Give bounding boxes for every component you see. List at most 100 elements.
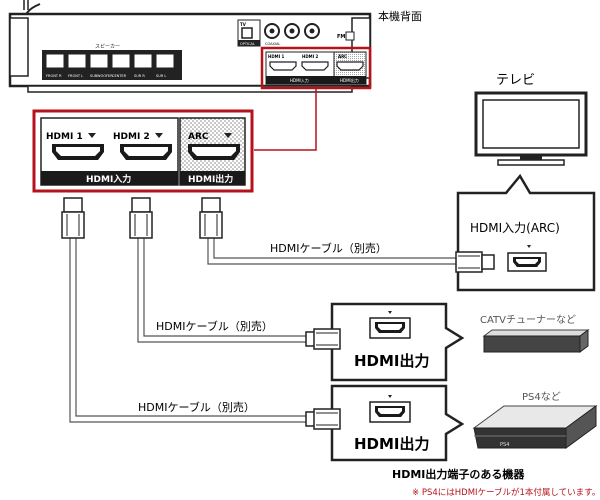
speaker-jack-front-r xyxy=(45,53,65,69)
tv-port-arrow-icon xyxy=(527,245,531,248)
speaker-label-sur-r: SUR R xyxy=(134,74,145,78)
unit-small-arc-label: ARC xyxy=(338,54,347,59)
speaker-jacks xyxy=(45,53,175,69)
ps4-device: HDMI出力 PS4など PS4 xyxy=(330,384,598,462)
plug-ps4-body xyxy=(313,408,341,430)
plug-tv-body xyxy=(455,251,483,273)
ps4-port-label: HDMI出力 xyxy=(354,435,430,453)
tv-port-inner xyxy=(516,259,538,264)
catv-device: HDMI出力 CATVチューナーなど xyxy=(330,302,590,382)
unit-rear-label: 本機背面 xyxy=(378,9,422,23)
cable-3-outer-a xyxy=(207,238,456,265)
catv-box-top xyxy=(482,329,590,337)
cable-1-label: HDMIケーブル（別売） xyxy=(138,400,255,414)
optical-label: OPTICAL xyxy=(240,42,255,46)
ps4-label: PS4など xyxy=(522,391,561,403)
panel-hdmi1-port-inner xyxy=(56,147,100,156)
rca-jack-left-center xyxy=(289,28,295,34)
panel-plugs xyxy=(61,197,223,239)
cables xyxy=(69,238,456,423)
speaker-jack-sur-r xyxy=(133,53,153,69)
plug-arc-tip xyxy=(201,197,221,213)
coaxial-jack-center xyxy=(269,28,275,34)
catv-box-front xyxy=(483,335,581,353)
cable-1-outer-a xyxy=(69,238,314,423)
plug-hdmi2 xyxy=(129,197,153,239)
footnote: ※ PS4にはHDMIケーブルが1本付属しています。 xyxy=(412,487,600,498)
catv-port-label: HDMI出力 xyxy=(354,352,430,370)
plug-arc-body xyxy=(199,211,223,239)
panel-arc-label: ARC xyxy=(188,132,209,142)
callout-line xyxy=(254,88,317,151)
panel-output-label: HDMI出力 xyxy=(188,173,233,185)
unit-small-out-label: HDMI出力 xyxy=(340,77,359,83)
cable-2-outer-b xyxy=(143,238,314,337)
unit-small-in-label: HDMI入力 xyxy=(290,77,309,83)
plug-catv xyxy=(305,328,341,350)
unit-small-in-bar xyxy=(266,76,334,84)
plug-hdmi2-body xyxy=(129,211,153,239)
catv-port-arrow-icon xyxy=(388,311,392,314)
unit-small-hdmi1-label: HDMI 1 xyxy=(268,54,285,59)
tv-stand xyxy=(497,159,565,166)
catv-label: CATVチューナーなど xyxy=(480,314,576,326)
ps4-port-arrow-icon xyxy=(388,395,392,398)
plug-tv xyxy=(455,251,495,273)
panel-hdmi1-arrow-icon xyxy=(88,133,96,138)
cable-2-label: HDMIケーブル（別売） xyxy=(156,319,273,333)
panel-hdmi2-arrow-icon xyxy=(155,133,163,138)
power-cord-top xyxy=(23,0,29,10)
panel-hdmi2-label: HDMI 2 xyxy=(113,132,150,142)
panel-hdmi1-label: HDMI 1 xyxy=(46,132,83,142)
devices-caption: HDMI出力端子のある機器 xyxy=(392,467,525,481)
panel-input-label: HDMI入力 xyxy=(86,173,131,185)
unit-small-hdmi1-port xyxy=(269,61,297,71)
plug-hdmi1 xyxy=(61,197,85,239)
unit-small-out-bar xyxy=(334,76,366,84)
cable-3-outer-b xyxy=(213,238,456,259)
ps4-port-inner xyxy=(378,408,402,414)
cable-2-outer-a xyxy=(137,238,314,343)
unit-small-hdmi2-label: HDMI 2 xyxy=(302,54,319,59)
unit-small-arc-port xyxy=(336,61,364,71)
optical-label-bar xyxy=(238,40,260,46)
panel-output-bar xyxy=(180,171,245,185)
tv-label-small: TV xyxy=(240,22,247,27)
speaker-label-front-r: FRONT R xyxy=(46,74,62,78)
cable-1-outer-b xyxy=(75,238,314,417)
tv-screen xyxy=(482,99,580,149)
tv-label: テレビ xyxy=(496,73,535,88)
catv-callout-box xyxy=(330,302,465,382)
fm-label: FM xyxy=(337,34,345,40)
plug-hdmi2-tip xyxy=(131,197,151,213)
speaker-jack-subwoofer xyxy=(89,53,109,69)
panel-arc-arrow-icon xyxy=(224,133,232,138)
unit-rear: FRONT R FRONT L SUBWOOFER CENTER SUR R S… xyxy=(8,0,422,93)
speaker-jack-center xyxy=(111,53,131,69)
speaker-jack-front-l xyxy=(67,53,87,69)
ps4-side xyxy=(565,405,597,449)
speaker-label-subwoofer: SUBWOOFER xyxy=(90,74,113,78)
catv-port-inner xyxy=(378,324,402,330)
plug-hdmi1-body xyxy=(61,211,85,239)
catv-box-side xyxy=(579,329,589,353)
fm-jack xyxy=(345,31,355,41)
speaker-group-label: スピーカー xyxy=(95,44,120,50)
panel-arc-port-inner xyxy=(192,147,236,156)
speaker-label-front-l: FRONT L xyxy=(68,74,83,78)
plug-ps4 xyxy=(305,408,341,430)
ps4-callout-box xyxy=(330,384,465,462)
speaker-label-sur-l: SUR L xyxy=(156,74,166,78)
plug-hdmi1-tip xyxy=(63,197,83,213)
unit-small-hdmi2-port xyxy=(301,61,329,71)
plug-tv-tip xyxy=(481,254,495,270)
tv-neck xyxy=(520,155,542,160)
cable-3-label: HDMIケーブル（別売） xyxy=(270,241,387,255)
speaker-label-center: CENTER xyxy=(112,74,127,78)
plug-catv-body xyxy=(313,328,341,350)
hdmi-panel-enlarged: HDMI 1 HDMI 2 ARC HDMI入力 HDMI出力 xyxy=(32,109,254,193)
unit-left-edge xyxy=(9,17,29,77)
ps4-logo-text: PS4 xyxy=(500,442,509,448)
plug-arc xyxy=(199,197,223,239)
